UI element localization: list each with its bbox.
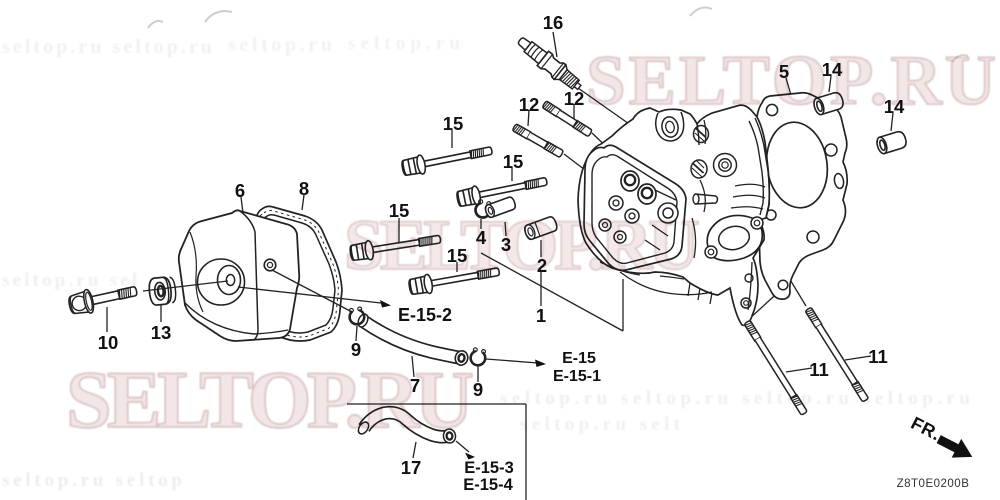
svg-text:7: 7 (410, 375, 420, 396)
svg-text:9: 9 (351, 339, 361, 360)
svg-text:15: 15 (503, 151, 524, 172)
svg-text:E-15-2: E-15-2 (398, 305, 452, 325)
svg-text:10: 10 (98, 332, 119, 353)
svg-text:5: 5 (779, 61, 789, 82)
svg-text:4: 4 (476, 227, 487, 248)
svg-text:E-15-4: E-15-4 (463, 476, 513, 494)
svg-text:15: 15 (447, 245, 468, 266)
svg-text:15: 15 (443, 113, 464, 134)
svg-text:seltop.ru: seltop.ru (348, 33, 460, 54)
svg-text:17: 17 (401, 457, 422, 478)
svg-text:15: 15 (389, 200, 410, 221)
svg-text:E-15-1: E-15-1 (553, 368, 601, 385)
svg-text:11: 11 (868, 346, 888, 367)
svg-text:16: 16 (543, 12, 564, 33)
svg-text:seltop.ru sel: seltop.ru sel (2, 270, 137, 291)
svg-text:12: 12 (519, 94, 540, 115)
svg-text:6: 6 (235, 180, 245, 201)
svg-text:3: 3 (501, 234, 511, 255)
svg-text:9: 9 (473, 379, 483, 400)
svg-text:13: 13 (151, 322, 172, 343)
svg-text:E-15: E-15 (562, 350, 596, 367)
svg-text:2: 2 (537, 255, 547, 276)
svg-text:11: 11 (809, 359, 829, 380)
svg-text:seltop.ru: seltop.ru (228, 34, 332, 56)
svg-text:Z8T0E0200B: Z8T0E0200B (897, 478, 970, 490)
svg-text:14: 14 (822, 59, 843, 80)
svg-text:seltop.ru seltop.ru: seltop.ru seltop.ru (2, 36, 212, 58)
svg-text:SELTOP.RU: SELTOP.RU (344, 205, 700, 285)
svg-text:SELTOP.RU: SELTOP.RU (66, 354, 474, 445)
svg-text:E-15-3: E-15-3 (464, 459, 514, 477)
svg-text:1: 1 (536, 305, 546, 326)
svg-text:14: 14 (884, 96, 905, 117)
svg-text:SELTOP.RU: SELTOP.RU (586, 42, 996, 120)
svg-text:12: 12 (564, 88, 585, 109)
svg-text:8: 8 (299, 178, 309, 199)
